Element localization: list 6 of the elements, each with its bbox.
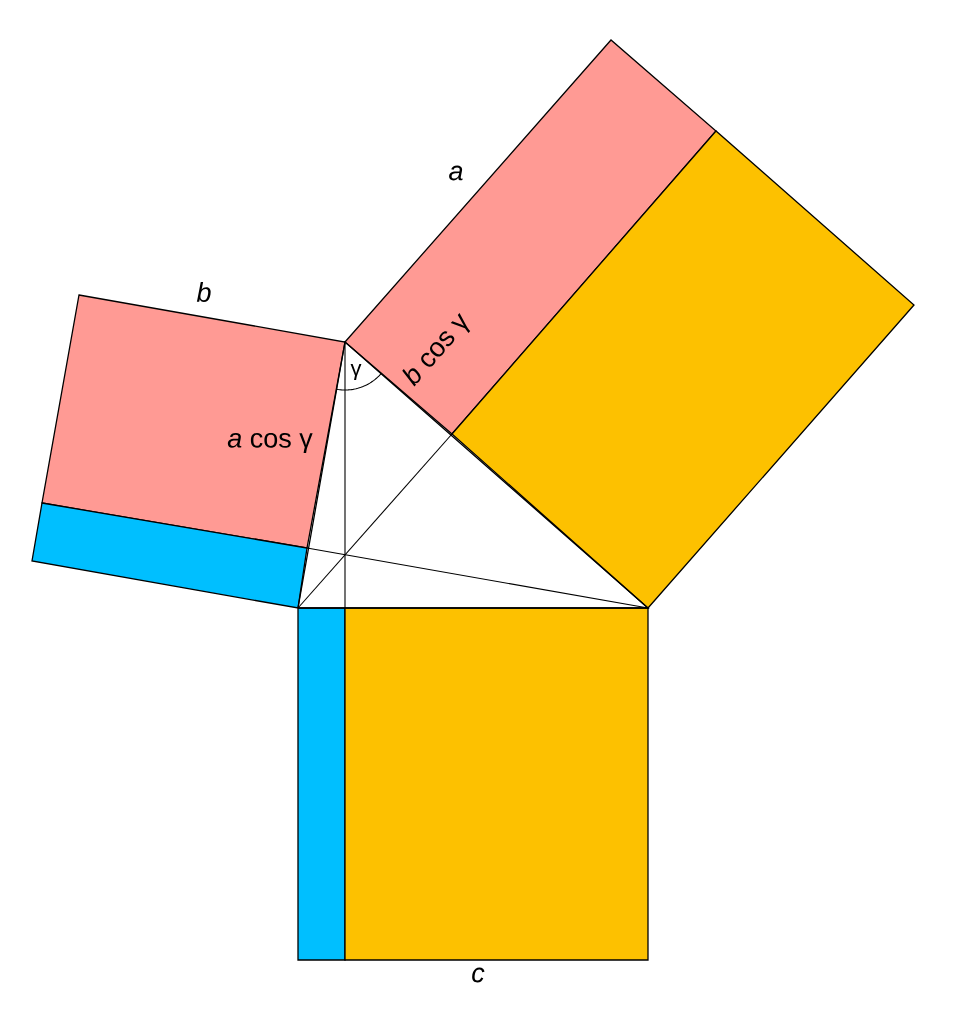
side-label: b xyxy=(196,282,211,302)
side-label: a xyxy=(449,165,463,181)
projection-label: b cos γ xyxy=(402,313,471,387)
side-label: c xyxy=(472,967,485,983)
angle-label: γ xyxy=(350,363,362,381)
projection-label: a cos γ xyxy=(227,432,313,454)
